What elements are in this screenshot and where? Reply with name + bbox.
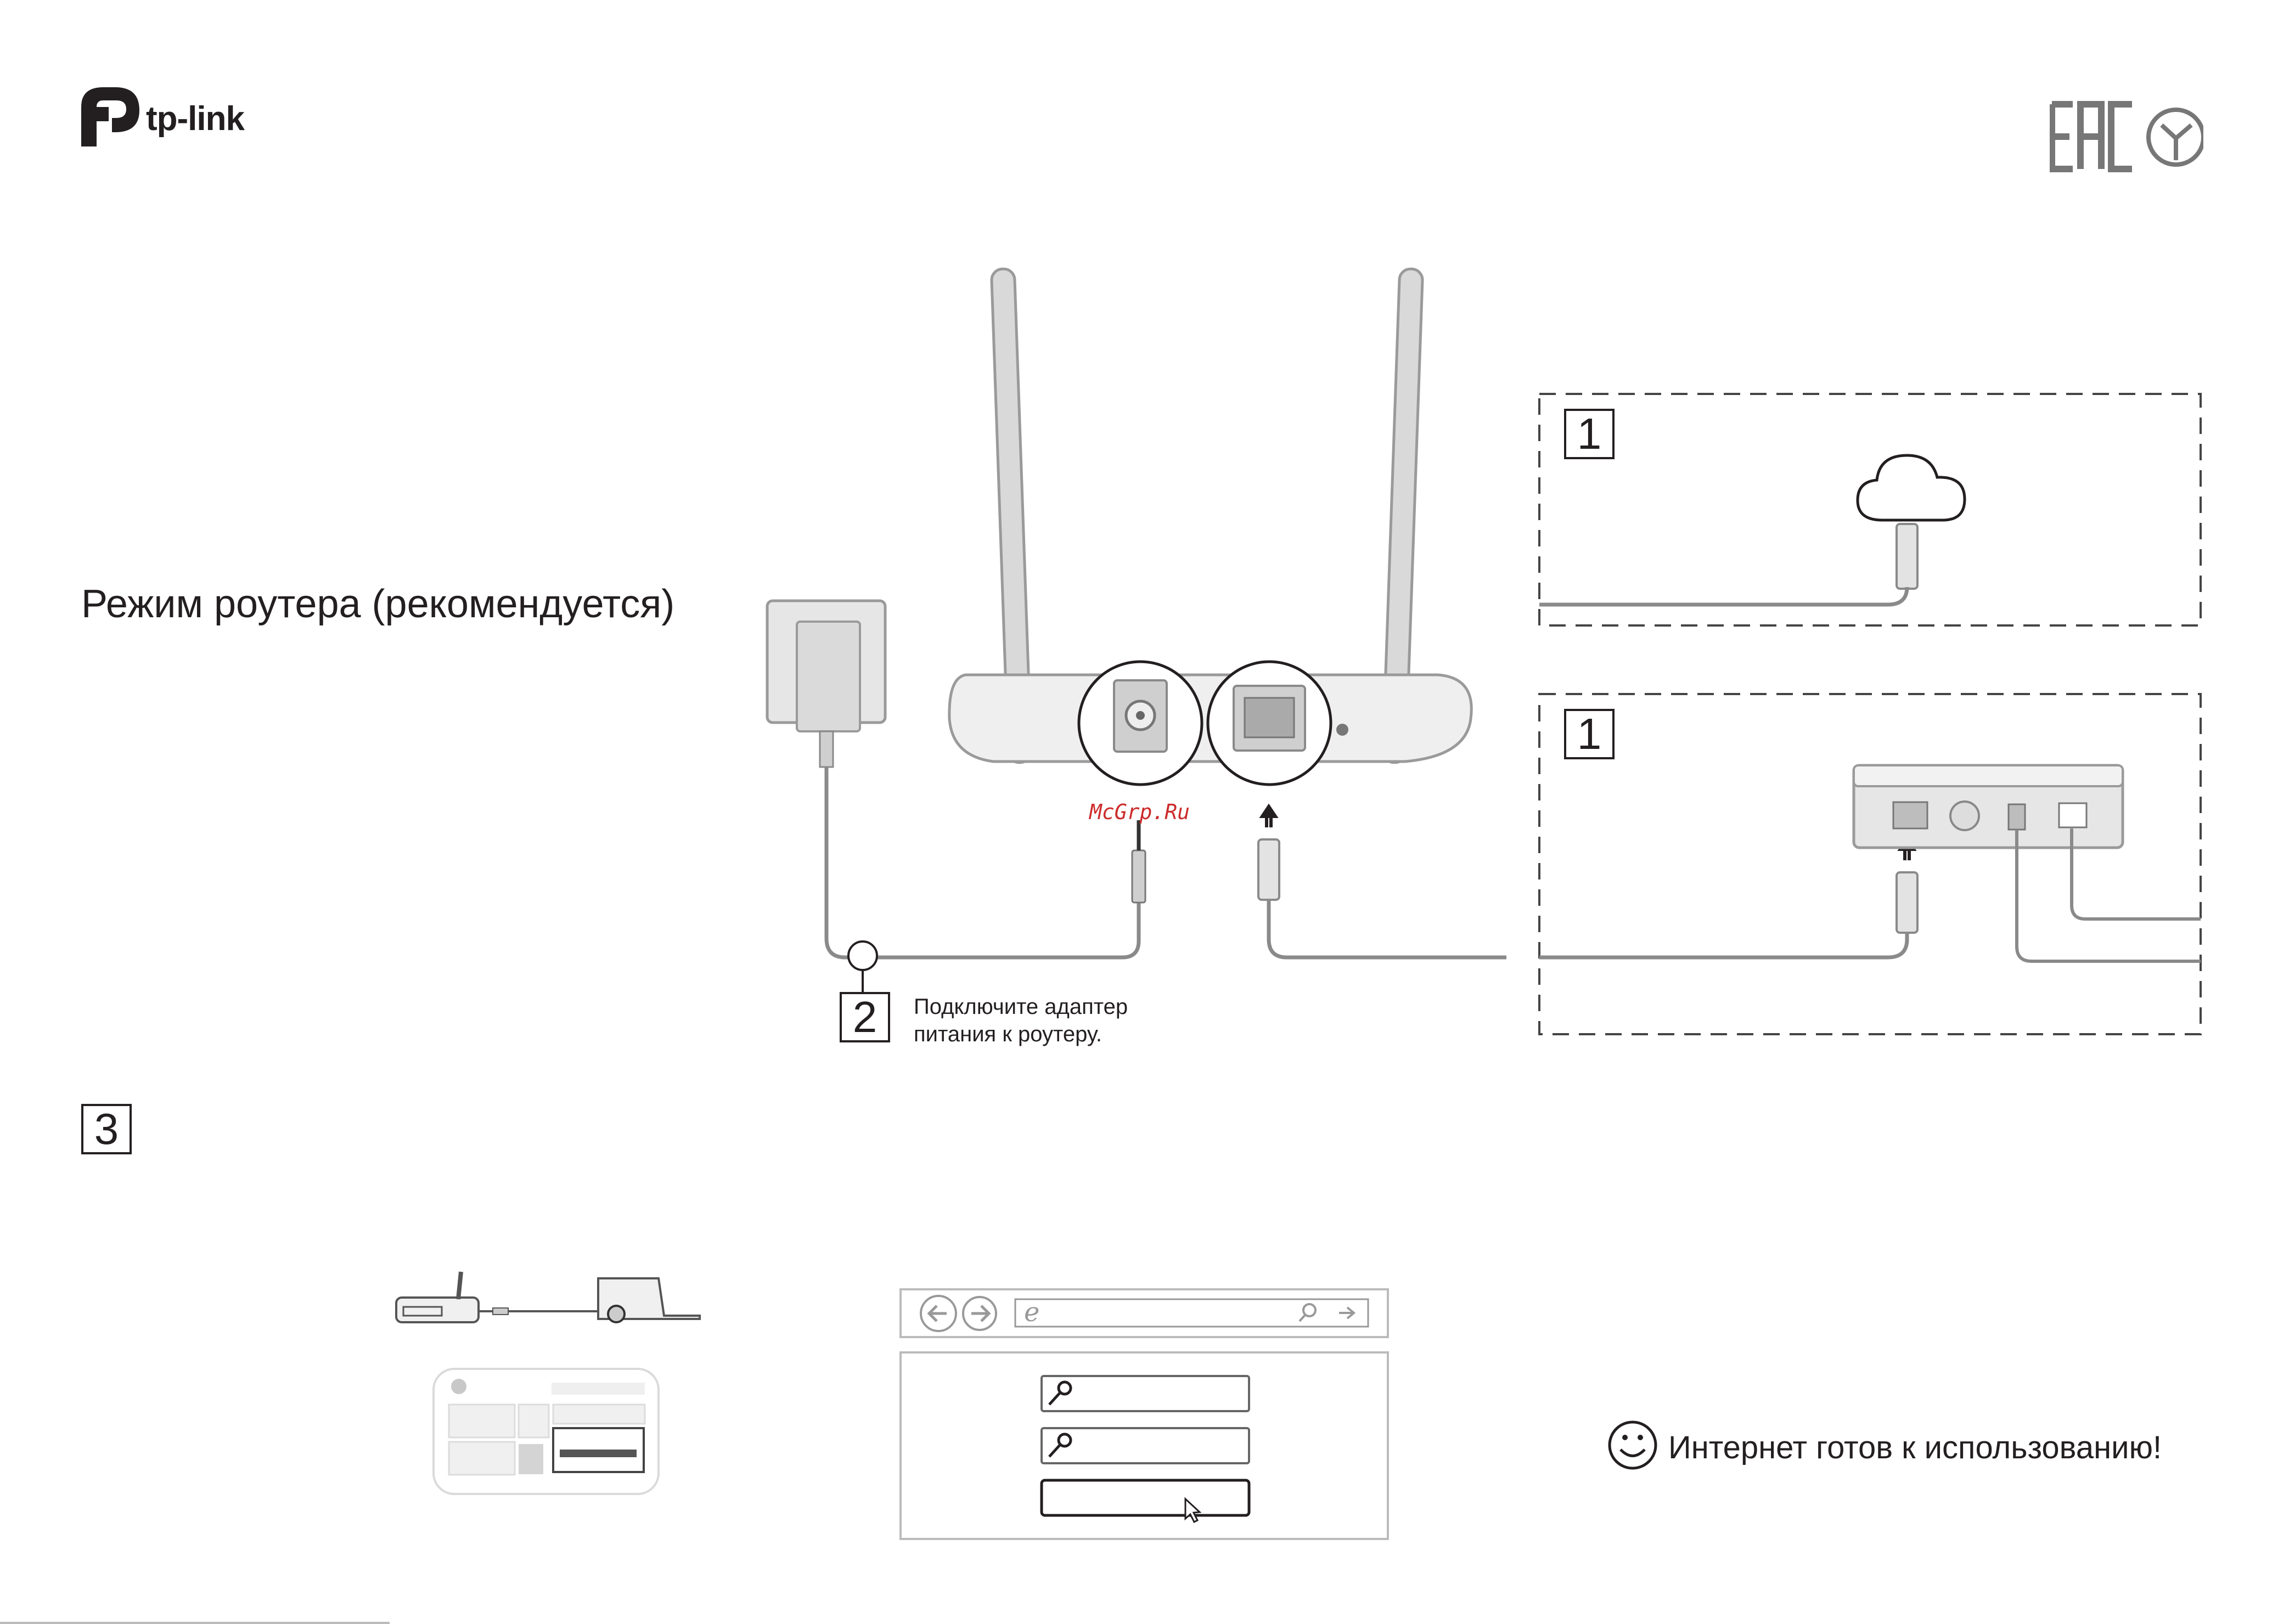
- login-button: [1042, 1480, 1249, 1515]
- wan-port-jack: [1245, 698, 1294, 737]
- router-label-cell-c: [553, 1405, 645, 1424]
- modem-panel: [1539, 694, 2201, 1034]
- internet-plug: [1897, 524, 1917, 589]
- modem-cable-b: [2017, 830, 2201, 961]
- brand-name: tp-link: [146, 99, 244, 138]
- mini-laptop-port: [608, 1306, 625, 1322]
- mini-router: [396, 1298, 479, 1322]
- router-label-cell-a: [449, 1405, 515, 1437]
- router-led: [1336, 724, 1348, 736]
- ready-text: Интернет готов к использованию!: [1668, 1429, 2162, 1466]
- router-label-barcode: [560, 1450, 637, 1457]
- eac-mark-icon: [2050, 99, 2203, 176]
- watermark: McGrp.Ru: [1089, 800, 1190, 824]
- ethernet-plug-router: [1258, 839, 1279, 900]
- modem-top: [1854, 765, 2123, 786]
- router-label-logo: [451, 1379, 466, 1394]
- step-1-modem: 1: [1564, 709, 1615, 759]
- step-3-config: 3: [81, 1104, 132, 1154]
- cable-callout-circle: [848, 941, 877, 970]
- step-1-internet: 1: [1564, 409, 1615, 459]
- ie-browser-icon: e: [1024, 1297, 1039, 1328]
- power-adapter-strain-relief: [820, 731, 833, 767]
- power-adapter-plate: [797, 622, 860, 731]
- internet-cable: [1539, 587, 1907, 605]
- power-caption-line1: Подключите адаптер: [914, 993, 1128, 1020]
- ethernet-plug-modem: [1897, 872, 1917, 933]
- ethernet-cable: [1269, 897, 1907, 957]
- power-port-pin: [1136, 711, 1145, 720]
- cloud-icon: [1858, 455, 1965, 520]
- router-label-row: [552, 1383, 645, 1395]
- router-label-qr: [519, 1444, 543, 1474]
- arrow-up-router: [1262, 807, 1275, 827]
- mini-plug: [493, 1308, 508, 1315]
- router-label-cell-b: [519, 1405, 549, 1437]
- power-caption-line2: питания к роутеру.: [914, 1020, 1128, 1048]
- modem-lan-port: [1893, 802, 1927, 828]
- page-title: Режим роутера (рекомендуется): [81, 582, 674, 627]
- power-caption: Подключите адаптер питания к роутеру.: [914, 993, 1128, 1048]
- power-cable: [826, 767, 1139, 957]
- step-2-power: 2: [840, 992, 890, 1042]
- power-plug: [1132, 850, 1145, 903]
- mini-router-antenna: [458, 1272, 461, 1299]
- password-field: [1042, 1428, 1249, 1463]
- modem-phone-port: [2059, 803, 2086, 827]
- modem-power-button: [1950, 802, 1979, 830]
- modem-power-jack: [2009, 804, 2025, 830]
- tp-link-logo-mark: [81, 85, 142, 148]
- smile-icon: [1610, 1422, 1656, 1468]
- username-field: [1042, 1376, 1249, 1411]
- tp-link-logo: tp-link: [81, 85, 257, 151]
- router-label-cell-d: [449, 1442, 515, 1475]
